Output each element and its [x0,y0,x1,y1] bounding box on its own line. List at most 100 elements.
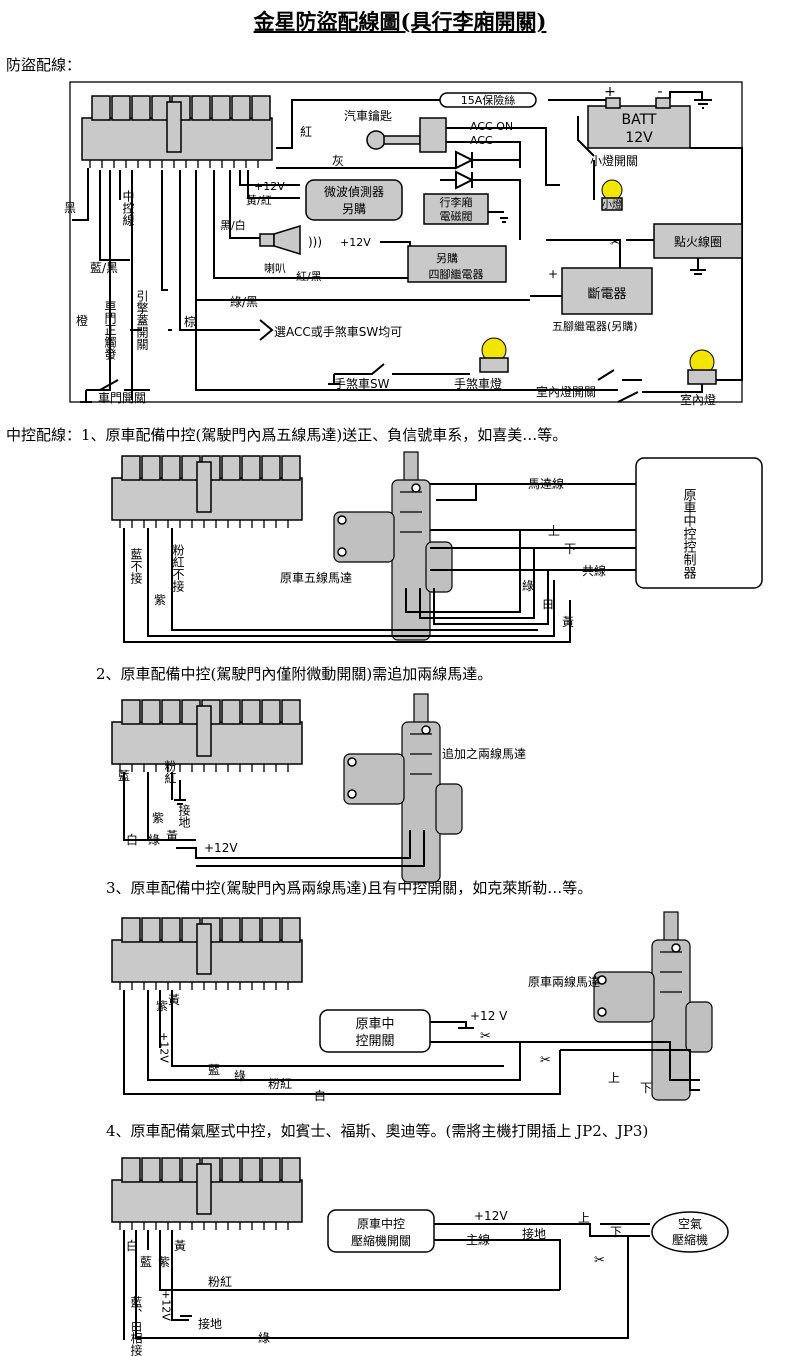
added-motor-label: 追加之兩線馬達 [442,746,526,761]
d4-plus12-label: +12 V [470,1009,508,1023]
black-white-label: 黑/白 [220,218,246,232]
battery-negative-terminal [655,97,671,109]
yellow-label: 黃 [562,615,574,629]
orange-wire-label: 橙 [76,313,88,328]
horn-label: 喇叭 [264,261,286,275]
cutoff-relay [561,267,653,315]
fuse-label: 15A保險絲 [461,93,516,107]
trunk-label-2: 電磁閥 [440,210,473,223]
d3-white-label: 白 [126,832,138,847]
d5-plus12v-label: +12V [160,1290,173,1321]
d5-yellow-label: 黃 [174,1239,186,1253]
key-icon [366,130,386,150]
red-black-label: 紅/黑 [296,270,322,283]
alarm-section-heading: 防盜配線： [6,56,82,74]
door-trigger-label: 車門正觸發 [103,300,117,360]
black-wire-label: 黑 [64,201,76,215]
pink-no-connect-label: 粉紅不接 [171,544,185,592]
purple-label: 紫 [154,593,166,607]
acc-label: ACC [470,134,493,147]
alarm-wiring-diagram: 15A保險絲 + - BATT 12V 汽車鑰匙 ACC ON ACC 紅 灰 … [64,81,743,407]
d5-pink-label: 粉紅 [208,1275,232,1289]
scissor-icon-1: ✂ [480,1029,491,1044]
central-lock-wires-label: 中控線 [121,189,135,226]
two-wire-motor-diagram: 原車兩線馬達 原車中 控開關 +12 V ✂ ✂ 黃 紫 +12V 藍 綠 粉紅… [111,911,713,1103]
d4-green-label: 綠 [234,1069,246,1083]
battery-plus-sign: + [604,84,616,100]
comp-label-1: 空氣 [678,1217,702,1231]
comp-label-2: 壓縮機 [672,1232,708,1247]
battery-label: BATT [622,112,657,128]
five-pin-label: 五腳繼電器(另購) [552,319,638,333]
ignition-coil-label: 點火線圈 [674,234,722,249]
trunk-solenoid [423,193,489,225]
engine-hood-label: 引擎蓋開關 [135,290,149,350]
d4-up-label: 上 [608,1071,620,1085]
d5-purple-label: 紫 [158,1255,170,1269]
battery [587,105,691,149]
acc-or-brake-label: 選ACC或手煞車SW均可 [274,325,402,339]
controller-label: 原車中控控制器 [681,488,697,580]
d5-up-label: 上 [578,1211,590,1225]
alarm-main-connector [81,95,273,169]
d3-blue-label: 藍 [118,769,130,783]
motor-wire-label: 馬達線 [528,476,564,491]
green-label: 綠 [522,579,534,593]
comp-switch-label-2: 壓縮機開關 [351,1233,411,1248]
cl4-connector [111,1157,303,1231]
switch-label-1: 原車中 [355,1017,394,1032]
door-switch-label: 車門開關 [98,391,146,405]
d3-pink-label: 粉紅 [163,760,177,784]
four-pin-relay [407,245,507,283]
up-label: 上 [548,524,560,538]
small-lamp-icon [601,179,623,201]
d5-green-label: 綠 [258,1331,270,1345]
white-label: 白 [542,596,554,611]
blue-black-label: 藍/黑 [90,261,118,275]
diode-1 [455,150,475,170]
blue-no-connect-label: 藍不接 [129,548,143,584]
cut-scissor-1: ✂ [610,235,620,249]
battery-positive-terminal [605,97,621,109]
central-lock-heading-2: 2、原車配備中控(駕駛門內僅附微動開關)需追加兩線馬達。 [96,665,493,683]
compressor-switch [327,1209,435,1253]
interior-switch-label: 室內燈開關 [536,384,596,399]
common-label: 共線 [582,563,606,578]
small-light-switch [577,116,595,200]
d4-white-label: 白 [314,1088,326,1103]
scissor-icon-2: ✂ [540,1053,551,1068]
d5-blue-white-label: 藍、白相接 [129,1296,143,1356]
acc-on-label: ACC ON [470,120,513,133]
d3-green-label: 綠 [148,833,160,847]
five-wire-motor-diagram: 原車中控控制器 馬達線 上 下 共線 藍不接 粉紅不接 紫 綠 白 黃 原車五線… [111,451,763,643]
d3-yellow-label: 黃 [166,829,178,843]
d5-white-label: 白 [126,1238,138,1253]
cl1-connector [111,455,303,529]
d5-ground2-label: 接地 [198,1316,222,1331]
cutoff-plus: + [548,267,558,281]
handbrake-switch-label: 手煞車SW [334,377,390,391]
down-label: 下 [564,542,576,556]
d5-down-label: 下 [610,1225,622,1239]
microwave-label-1: 微波偵測器 [324,185,384,199]
added-two-wire-motor [343,693,463,883]
green-black-label: 綠/黑 [230,295,258,309]
trunk-label-1: 行李廂 [440,195,473,209]
five-wire-motor-label: 原車五線馬達 [280,570,352,585]
diode-2 [455,170,475,190]
comp-switch-label-1: 原車中控 [357,1216,405,1231]
central-lock-heading-1: 中控配線：1、原車配備中控(駕駛門內爲五線馬達)送正、負信號車系，如喜美…等。 [6,426,568,444]
scissor-icon-3: ✂ [594,1253,605,1268]
key-label: 汽車鑰匙 [344,108,392,123]
page-title: 金星防盜配線圖(具行李廂開關) [253,9,547,34]
original-controller [635,457,763,589]
small-switch-label: 小燈開關 [590,153,638,168]
cutoff-label: 斷電器 [587,287,626,302]
pneumatic-lock-diagram: 原車中控 壓縮機開關 +12V 主線 接地 上 下 ✂ 空氣 壓縮機 白 藍 紫… [111,1157,729,1356]
d4-purple-label: 紫 [156,999,168,1013]
added-motor-diagram: 追加之兩線馬達 藍 粉紅 紫 接地 黃 白 綠 +12V [111,693,526,883]
d5-blue-label: 藍 [140,1255,152,1269]
motor2-label: 原車兩線馬達 [528,974,600,989]
d4-down-label: 下 [640,1081,652,1095]
